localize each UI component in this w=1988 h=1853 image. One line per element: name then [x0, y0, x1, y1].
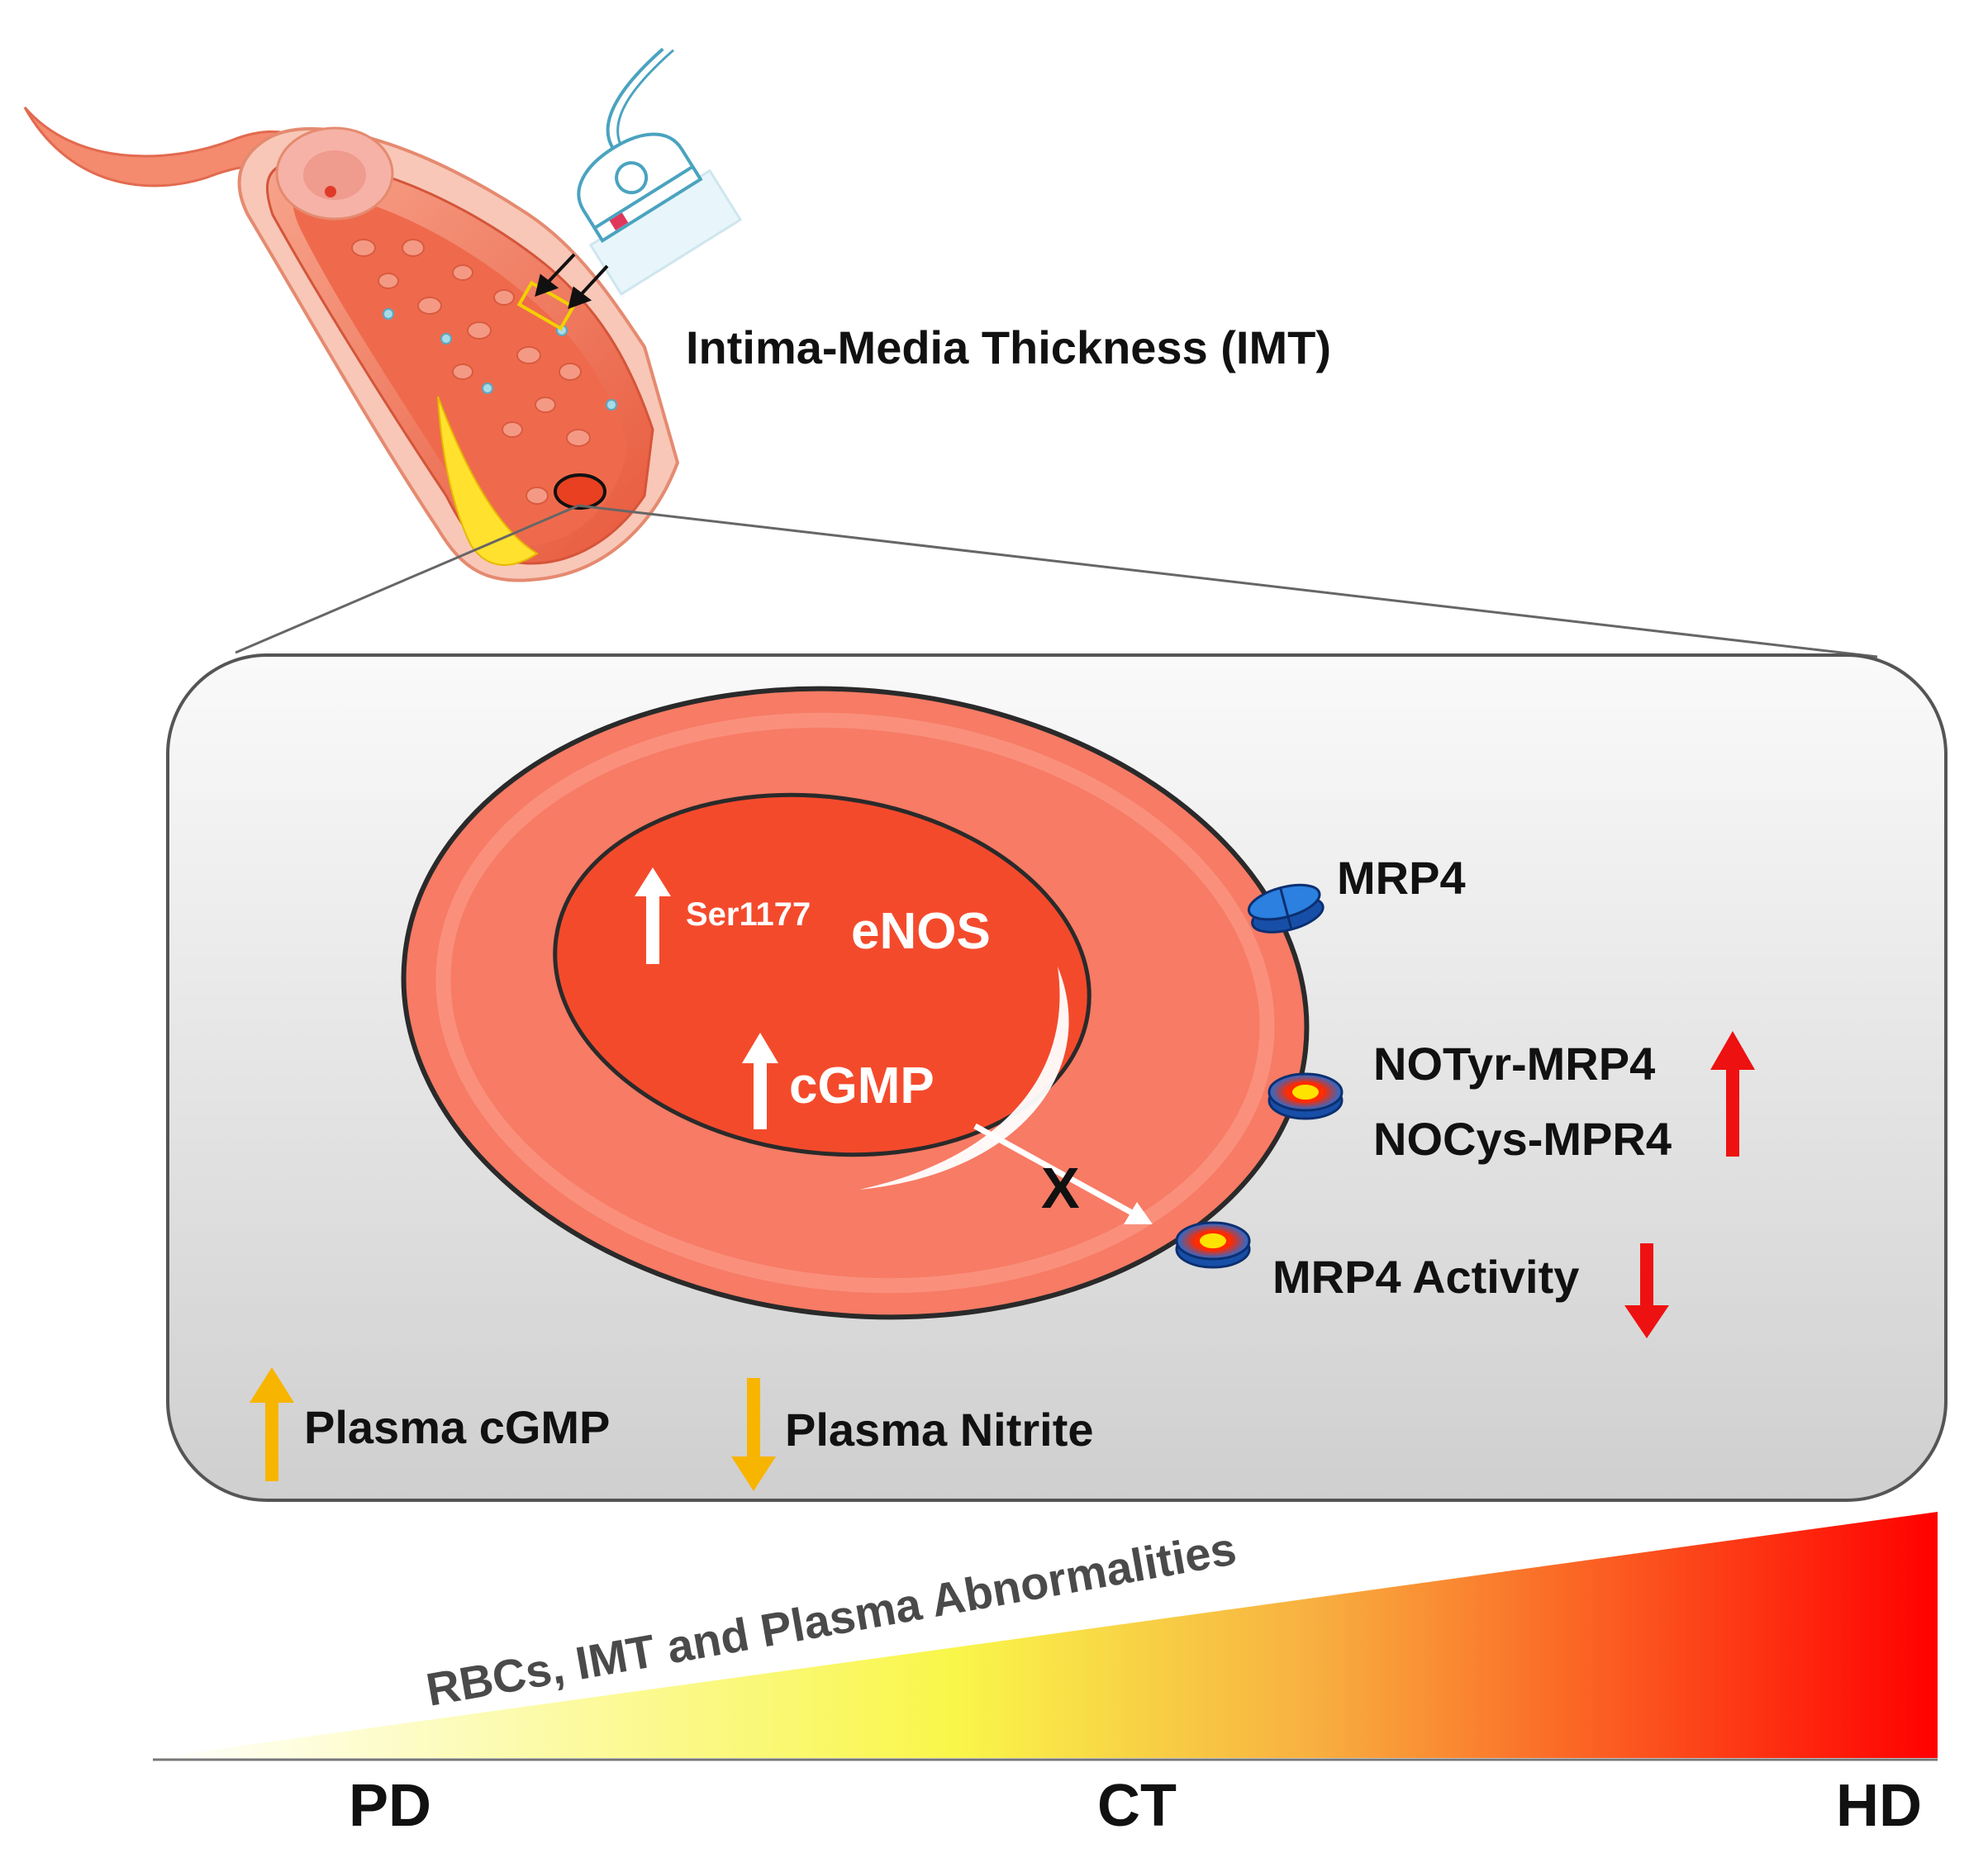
- scale-label-ct: CT: [1097, 1773, 1177, 1839]
- plasma-cgmp-up-arrow-icon: [250, 1367, 294, 1481]
- enos-label: eNOS: [851, 903, 991, 960]
- severity-gradient-ramp: [153, 1512, 1938, 1758]
- plasma-cgmp-label: Plasma cGMP: [304, 1401, 610, 1453]
- zoom-lines: [235, 504, 1878, 658]
- enos-up-arrow-icon: [635, 867, 671, 964]
- blood-vessel-illustration: [23, 107, 680, 582]
- cgmp-label: cGMP: [789, 1057, 935, 1114]
- nitration-up-arrow-icon: [1710, 1031, 1755, 1157]
- cgmp-up-arrow-icon: [742, 1033, 778, 1129]
- imt-arrows: [535, 253, 609, 310]
- vessel-opening-inner: [303, 150, 366, 200]
- highlighted-rbc: [554, 473, 606, 510]
- imt-label: Intima-Media Thickness (IMT): [686, 321, 1331, 373]
- vessel-cells: [351, 239, 606, 505]
- mrp4-transporter-icon: [1247, 883, 1325, 934]
- activity-down-arrow-icon: [1624, 1243, 1669, 1338]
- nocys-mpr4-label: NOCys-MPR4: [1373, 1113, 1672, 1165]
- plasma-nitrite-label: Plasma Nitrite: [785, 1404, 1094, 1456]
- red-blood-cell: [401, 686, 1310, 1320]
- inactive-mrp4-transporter-icon: [1175, 1221, 1251, 1269]
- scale-label-hd: HD: [1836, 1773, 1922, 1839]
- export-blocked-x: X: [1041, 1156, 1080, 1220]
- nitrated-mrp4-transporter-icon: [1267, 1072, 1344, 1120]
- cgmp-export-arrow: [973, 1123, 1153, 1224]
- rbc-inner: [553, 792, 1091, 1157]
- opening-center: [325, 186, 336, 197]
- ultrasound-probe-icon: [577, 47, 743, 297]
- plaque: [437, 396, 539, 566]
- scale-label-pd: PD: [349, 1773, 431, 1839]
- mrp4-label: MRP4: [1337, 852, 1466, 904]
- plasma-nitrite-down-arrow-icon: [731, 1378, 776, 1491]
- rbc-rim-highlight: [435, 712, 1275, 1294]
- vessel-platelets: [383, 308, 617, 411]
- notyr-mrp4-label: NOTyr-MRP4: [1373, 1038, 1655, 1090]
- ser1177-label: Ser1177: [686, 896, 811, 933]
- imt-measurement-box: [516, 280, 576, 331]
- mrp4-activity-label: MRP4 Activity: [1272, 1251, 1579, 1303]
